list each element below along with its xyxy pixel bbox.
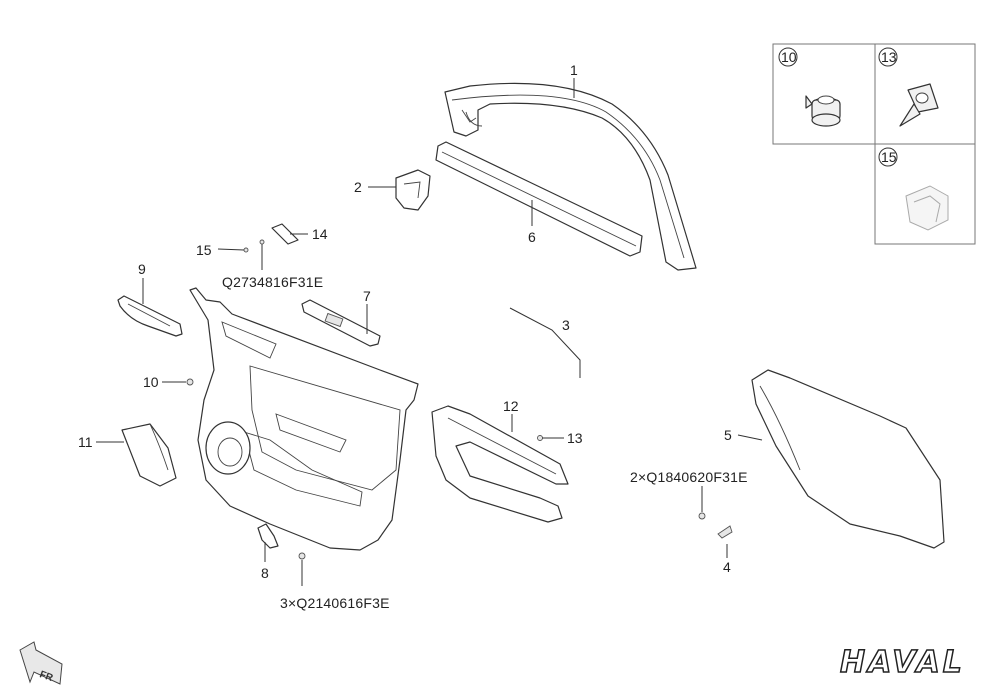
callout-3: 3: [562, 317, 570, 333]
callout-13: 13: [567, 430, 583, 446]
callout-6: 6: [528, 229, 536, 245]
part-10-clip: [186, 378, 194, 386]
leader-15: [217, 248, 245, 251]
code-q2140616: 3×Q2140616F3E: [280, 595, 390, 611]
part-12-armrest: [431, 405, 569, 523]
code-q2734816: Q2734816F31E: [222, 274, 323, 290]
fr-label: FR: [38, 669, 55, 684]
part-11-speaker-grille: [121, 423, 177, 487]
inset-label-13: 13: [881, 49, 897, 65]
part-9-inner-handle: [117, 295, 183, 337]
part-4-clip-b: [717, 525, 733, 539]
haval-logo: HAVAL: [840, 645, 965, 680]
fr-orientation-arrow: FR: [19, 641, 63, 685]
callout-1: 1: [570, 62, 578, 78]
leader-5: [737, 434, 763, 441]
part-15-pin: [243, 247, 249, 253]
callout-15: 15: [196, 242, 212, 258]
part-7-switch-panel: [301, 299, 381, 347]
part-5-water-shield: [751, 369, 945, 549]
inset-label-15: 15: [881, 149, 897, 165]
part-4-clip-a: [698, 512, 706, 520]
part-1-frame-garnish: [444, 82, 697, 271]
callout-5: 5: [724, 427, 732, 443]
inset-clip-10-drawing: [805, 95, 841, 127]
part-8-screw: [298, 552, 306, 560]
callout-8: 8: [261, 565, 269, 581]
part-8-bracket: [257, 523, 279, 549]
callout-9: 9: [138, 261, 146, 277]
callout-12: 12: [503, 398, 519, 414]
inset-label-10: 10: [781, 49, 797, 65]
callout-2: 2: [354, 179, 362, 195]
code-q1840620: 2×Q1840620F31E: [630, 469, 748, 485]
part-6-belt-strip: [435, 141, 643, 257]
part-2-corner-cover: [395, 169, 431, 211]
part-14-pin: [259, 239, 265, 245]
door-trim-panel: [189, 287, 419, 551]
callout-7: 7: [363, 288, 371, 304]
callout-11: 11: [78, 434, 93, 450]
leader-3: [509, 307, 581, 378]
inset-clip-15-drawing: [905, 185, 949, 231]
callout-4: 4: [723, 559, 731, 575]
callout-14: 14: [312, 226, 328, 242]
part-13-clip: [537, 435, 543, 441]
inset-clip-13-drawing: [899, 83, 939, 127]
callout-10: 10: [143, 374, 159, 390]
part-14-bracket: [271, 223, 299, 245]
fastener-inset-table: 10 13 15: [772, 43, 976, 245]
